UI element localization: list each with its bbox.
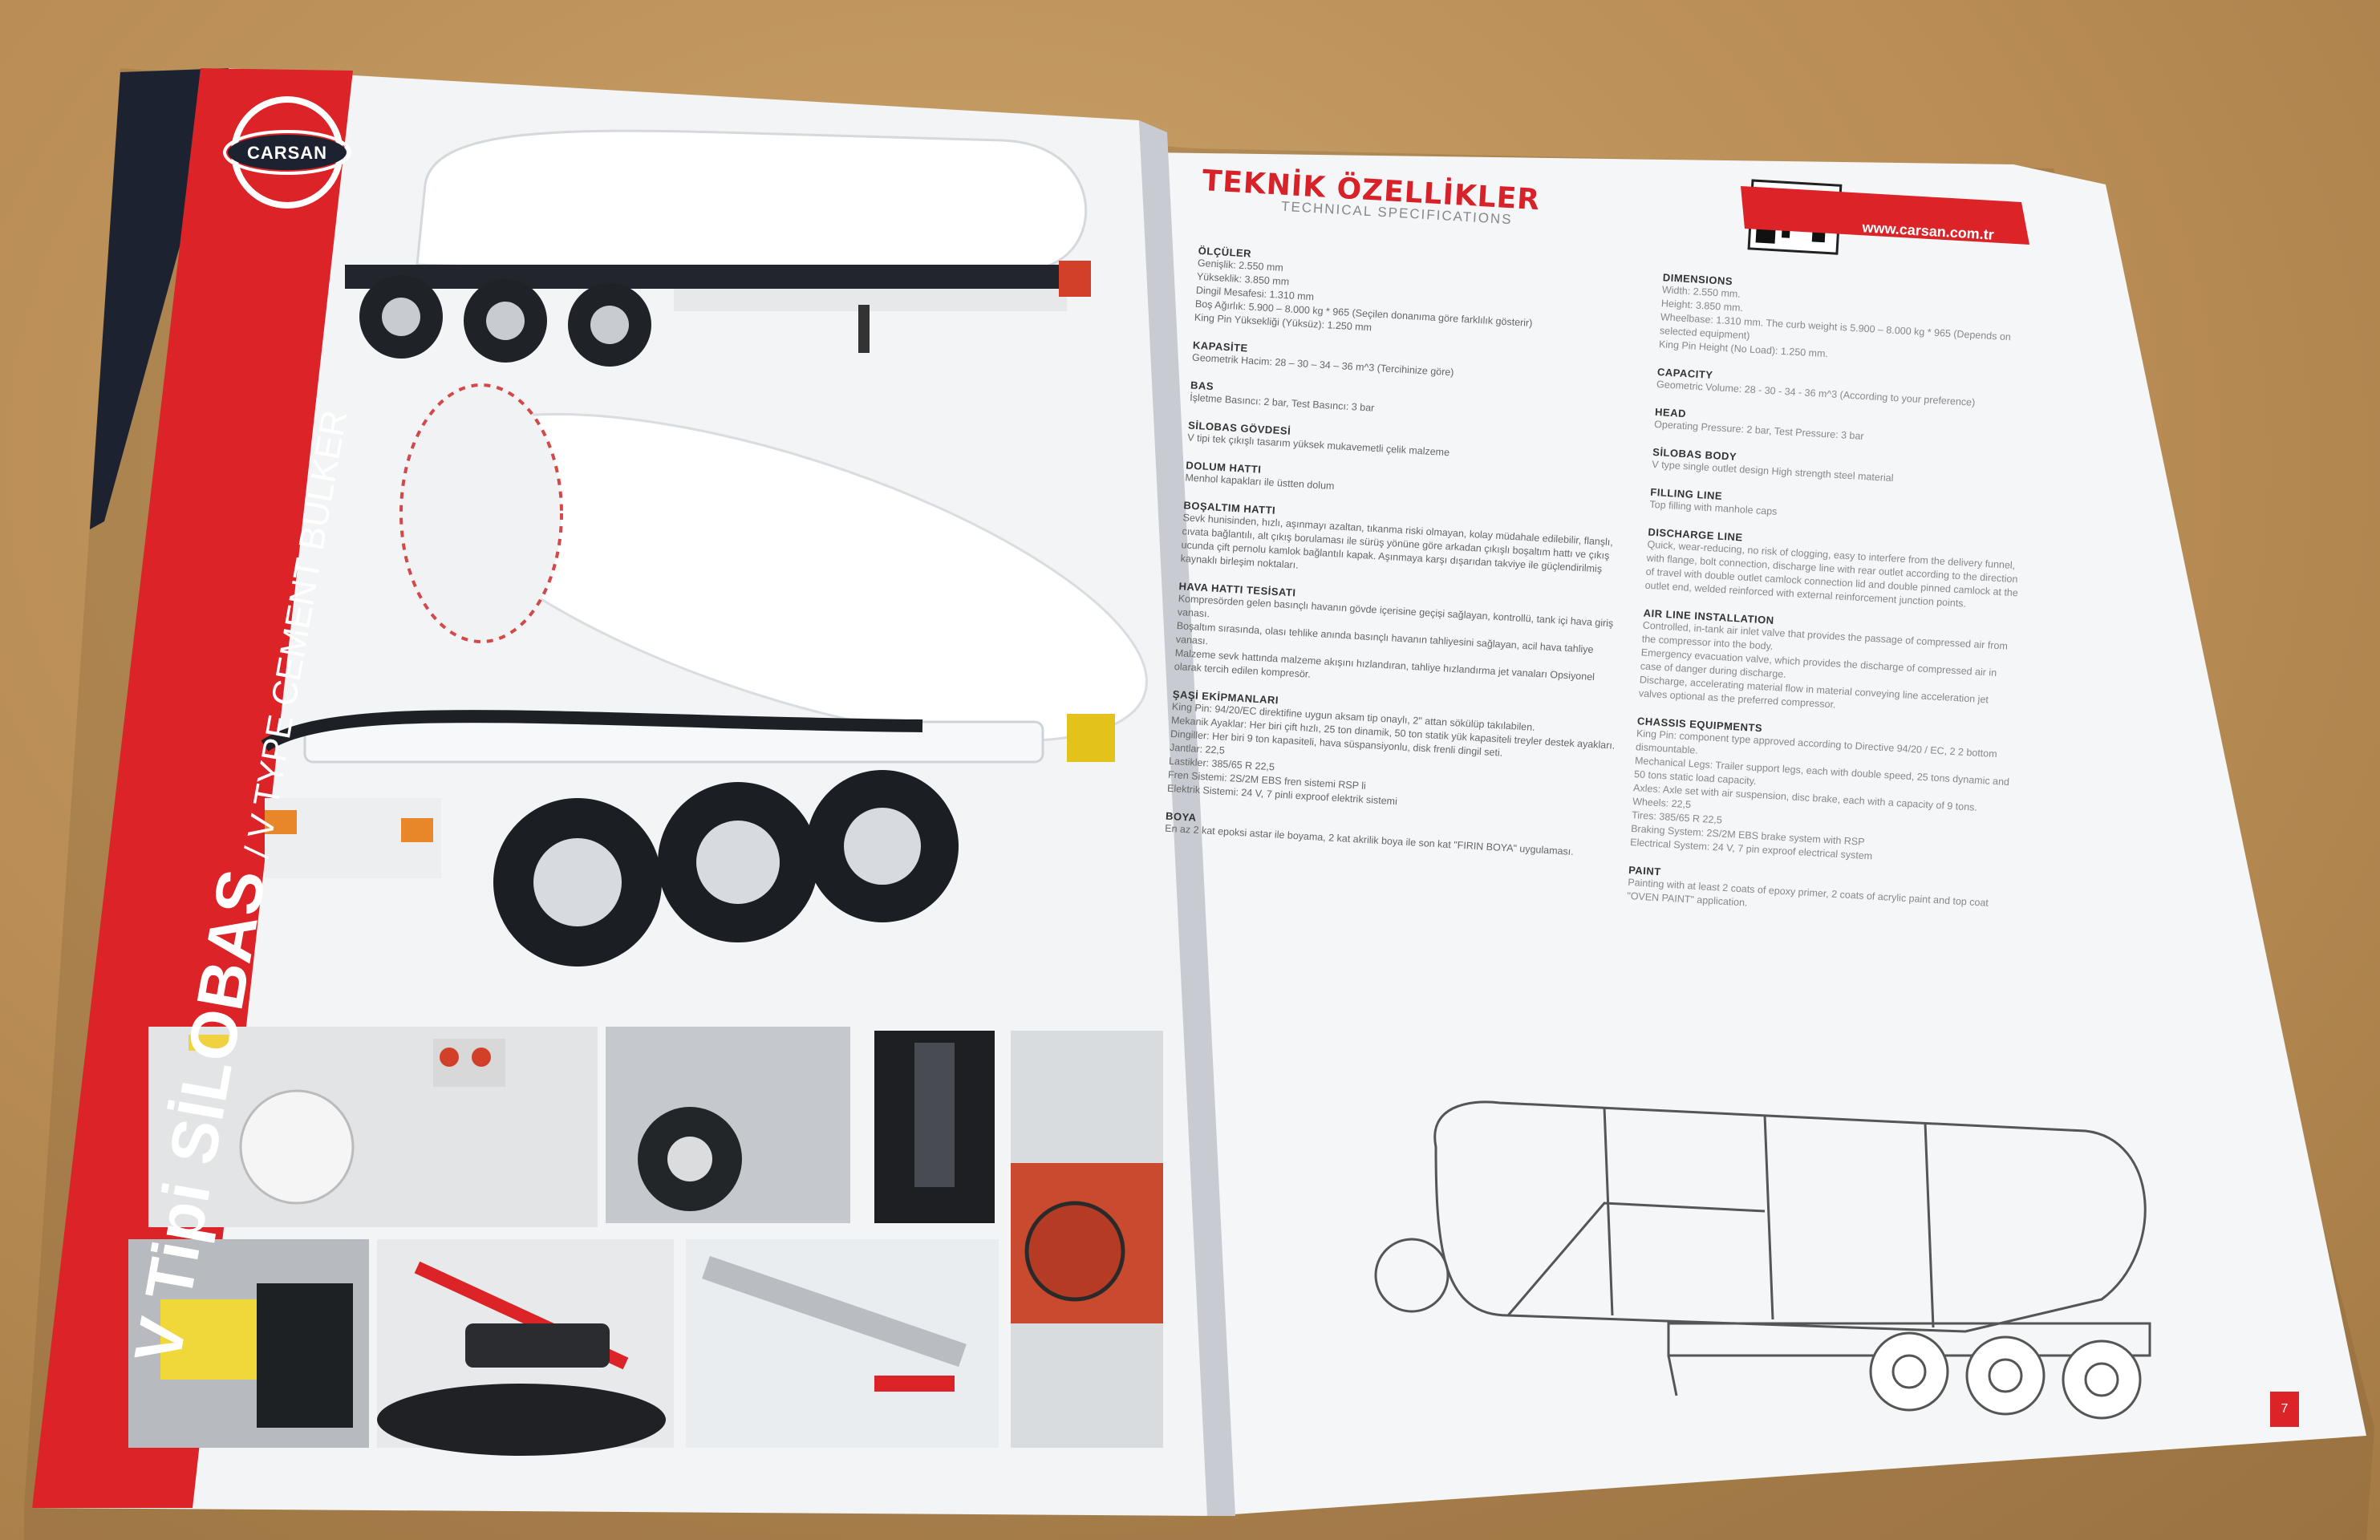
carsan-logo (223, 96, 351, 209)
spec-sheet: TEKNİK ÖZELLİKLER TECHNICAL SPECIFICATIO… (1148, 164, 2084, 1176)
right-page (1147, 152, 2366, 1516)
detail-photo-grid (128, 1027, 1163, 1456)
tanker-photo-main (261, 383, 1148, 967)
tanker-photo-top (345, 129, 1091, 367)
red-title-strip (32, 68, 353, 1508)
url-bar (1741, 186, 2029, 245)
page-number: 7 (2281, 1402, 2289, 1416)
tanker-line-drawing (1374, 1100, 2151, 1420)
page-number-box (2270, 1392, 2299, 1427)
logo-wordmark: CARSAN (246, 143, 328, 163)
